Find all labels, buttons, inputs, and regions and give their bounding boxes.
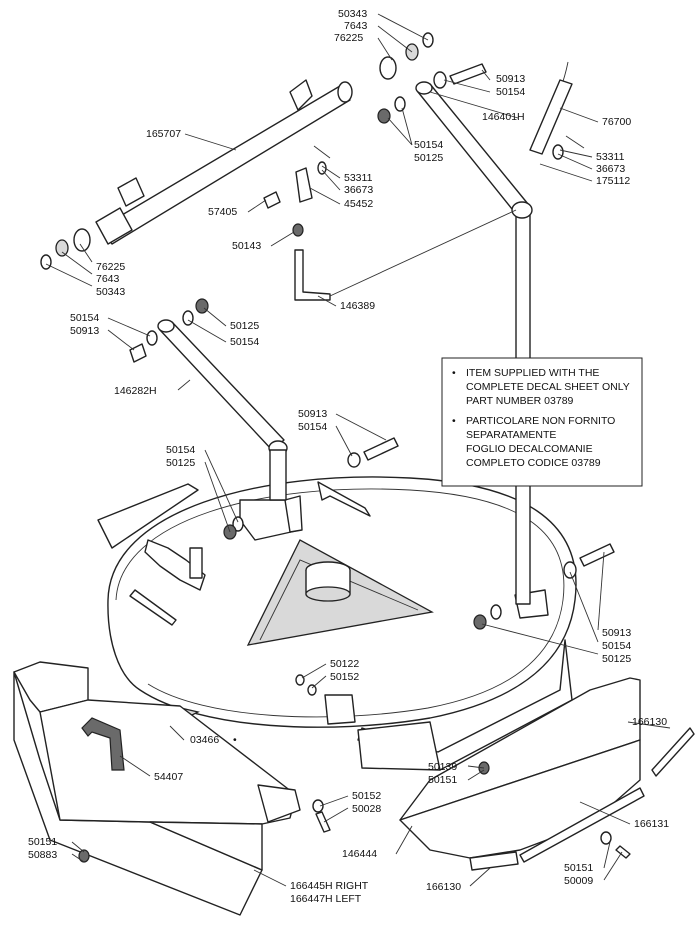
callout-76225-left: 76225	[96, 261, 125, 273]
callout-146444: 146444	[342, 848, 377, 860]
callout-50028: 50028	[352, 803, 381, 815]
callout-54407: 54407	[154, 771, 183, 783]
callout-50154-l2: 50154	[230, 336, 259, 348]
top-bushing-stack	[379, 32, 434, 80]
callout-labels: 50343 7643 76225 50913 50154 165707 1464…	[28, 8, 669, 905]
callout-50139: 50139	[428, 761, 457, 773]
callout-53311-right: 53311	[596, 151, 625, 163]
callout-166131: 166131	[634, 818, 669, 830]
callout-76700: 76700	[602, 116, 631, 128]
callout-36673-mid: 36673	[344, 184, 373, 196]
callout-50151-r: 50151	[564, 862, 593, 874]
tube-165707	[95, 79, 353, 245]
rod-146389	[294, 209, 517, 301]
callout-36673-right: 36673	[596, 163, 625, 175]
note-en-line-1: ITEM SUPPLIED WITH THE	[466, 367, 599, 379]
callout-50143: 50143	[232, 240, 261, 252]
callout-166130-bottom: 166130	[426, 881, 461, 893]
callout-146389: 146389	[340, 300, 375, 312]
note-en-line-3: PART NUMBER 03789	[466, 395, 574, 407]
link-166130-right	[651, 727, 695, 777]
callout-50152-b: 50152	[352, 790, 381, 802]
callout-50009: 50009	[564, 875, 593, 887]
callout-50154-d: 50154	[166, 444, 195, 456]
callout-53311-mid: 53311	[344, 172, 373, 184]
callout-165707: 165707	[146, 128, 181, 140]
callout-50125-l1: 50125	[230, 320, 259, 332]
spring-76700	[529, 61, 573, 155]
callout-50125-d: 50125	[166, 457, 195, 469]
callout-50154-mid: 50154	[414, 139, 443, 151]
callout-50151-l: 50151	[28, 836, 57, 848]
arm-146282H	[157, 319, 288, 501]
callout-146401H: 146401H	[482, 111, 525, 123]
leader-lines	[45, 13, 671, 887]
callout-166445H-right: 166445H RIGHT	[290, 880, 369, 892]
note-bullet-2: •	[452, 415, 456, 427]
callout-7643-top: 7643	[344, 20, 368, 32]
callout-50913-top: 50913	[496, 73, 525, 85]
left-bushing-stack	[40, 228, 91, 270]
callout-146282H: 146282H	[114, 385, 157, 397]
callout-50151-c: 50151	[428, 774, 457, 786]
decal-note-box: • ITEM SUPPLIED WITH THE COMPLETE DECAL …	[441, 357, 643, 487]
hardware	[78, 63, 631, 863]
note-it-line-1: PARTICOLARE NON FORNITO	[466, 415, 615, 427]
callout-50154-l1: 50154	[70, 312, 99, 324]
callout-50154-r: 50154	[602, 640, 631, 652]
callout-166447H-left: 166447H LEFT	[290, 893, 362, 905]
callout-50152-c: 50152	[330, 671, 359, 683]
callout-7643-left: 7643	[96, 273, 120, 285]
callout-50122: 50122	[330, 658, 359, 670]
callout-50125-r: 50125	[602, 653, 631, 665]
callout-50913-c: 50913	[298, 408, 327, 420]
callout-76225-top: 76225	[334, 32, 363, 44]
link-166130-bottom	[469, 851, 519, 871]
note-bullet-1: •	[452, 367, 456, 379]
note-it-line-3: FOGLIO DECALCOMANIE	[466, 443, 593, 455]
callout-50913-r: 50913	[602, 627, 631, 639]
callout-03466: 03466	[190, 734, 219, 746]
callout-50883: 50883	[28, 849, 57, 861]
callout-50154-top: 50154	[496, 86, 525, 98]
callout-166130-right: 166130	[632, 716, 667, 728]
callout-45452: 45452	[344, 198, 373, 210]
callout-175112: 175112	[596, 175, 630, 187]
callout-50913-l1: 50913	[70, 325, 99, 337]
note-it-line-4: COMPLETO CODICE 03789	[466, 457, 601, 469]
callout-50154-c: 50154	[298, 421, 327, 433]
callout-57405: 57405	[208, 206, 237, 218]
callout-50125-mid: 50125	[414, 152, 443, 164]
arm-146401H	[415, 81, 533, 605]
callout-50343-left: 50343	[96, 286, 125, 298]
callout-50343-top: 50343	[338, 8, 367, 20]
front-shield	[13, 661, 301, 916]
note-en-line-2: COMPLETE DECAL SHEET ONLY	[466, 381, 630, 393]
mower-deck	[97, 476, 577, 771]
note-it-line-2: SEPARATAMENTE	[466, 429, 556, 441]
decal-marker: •	[233, 734, 237, 746]
